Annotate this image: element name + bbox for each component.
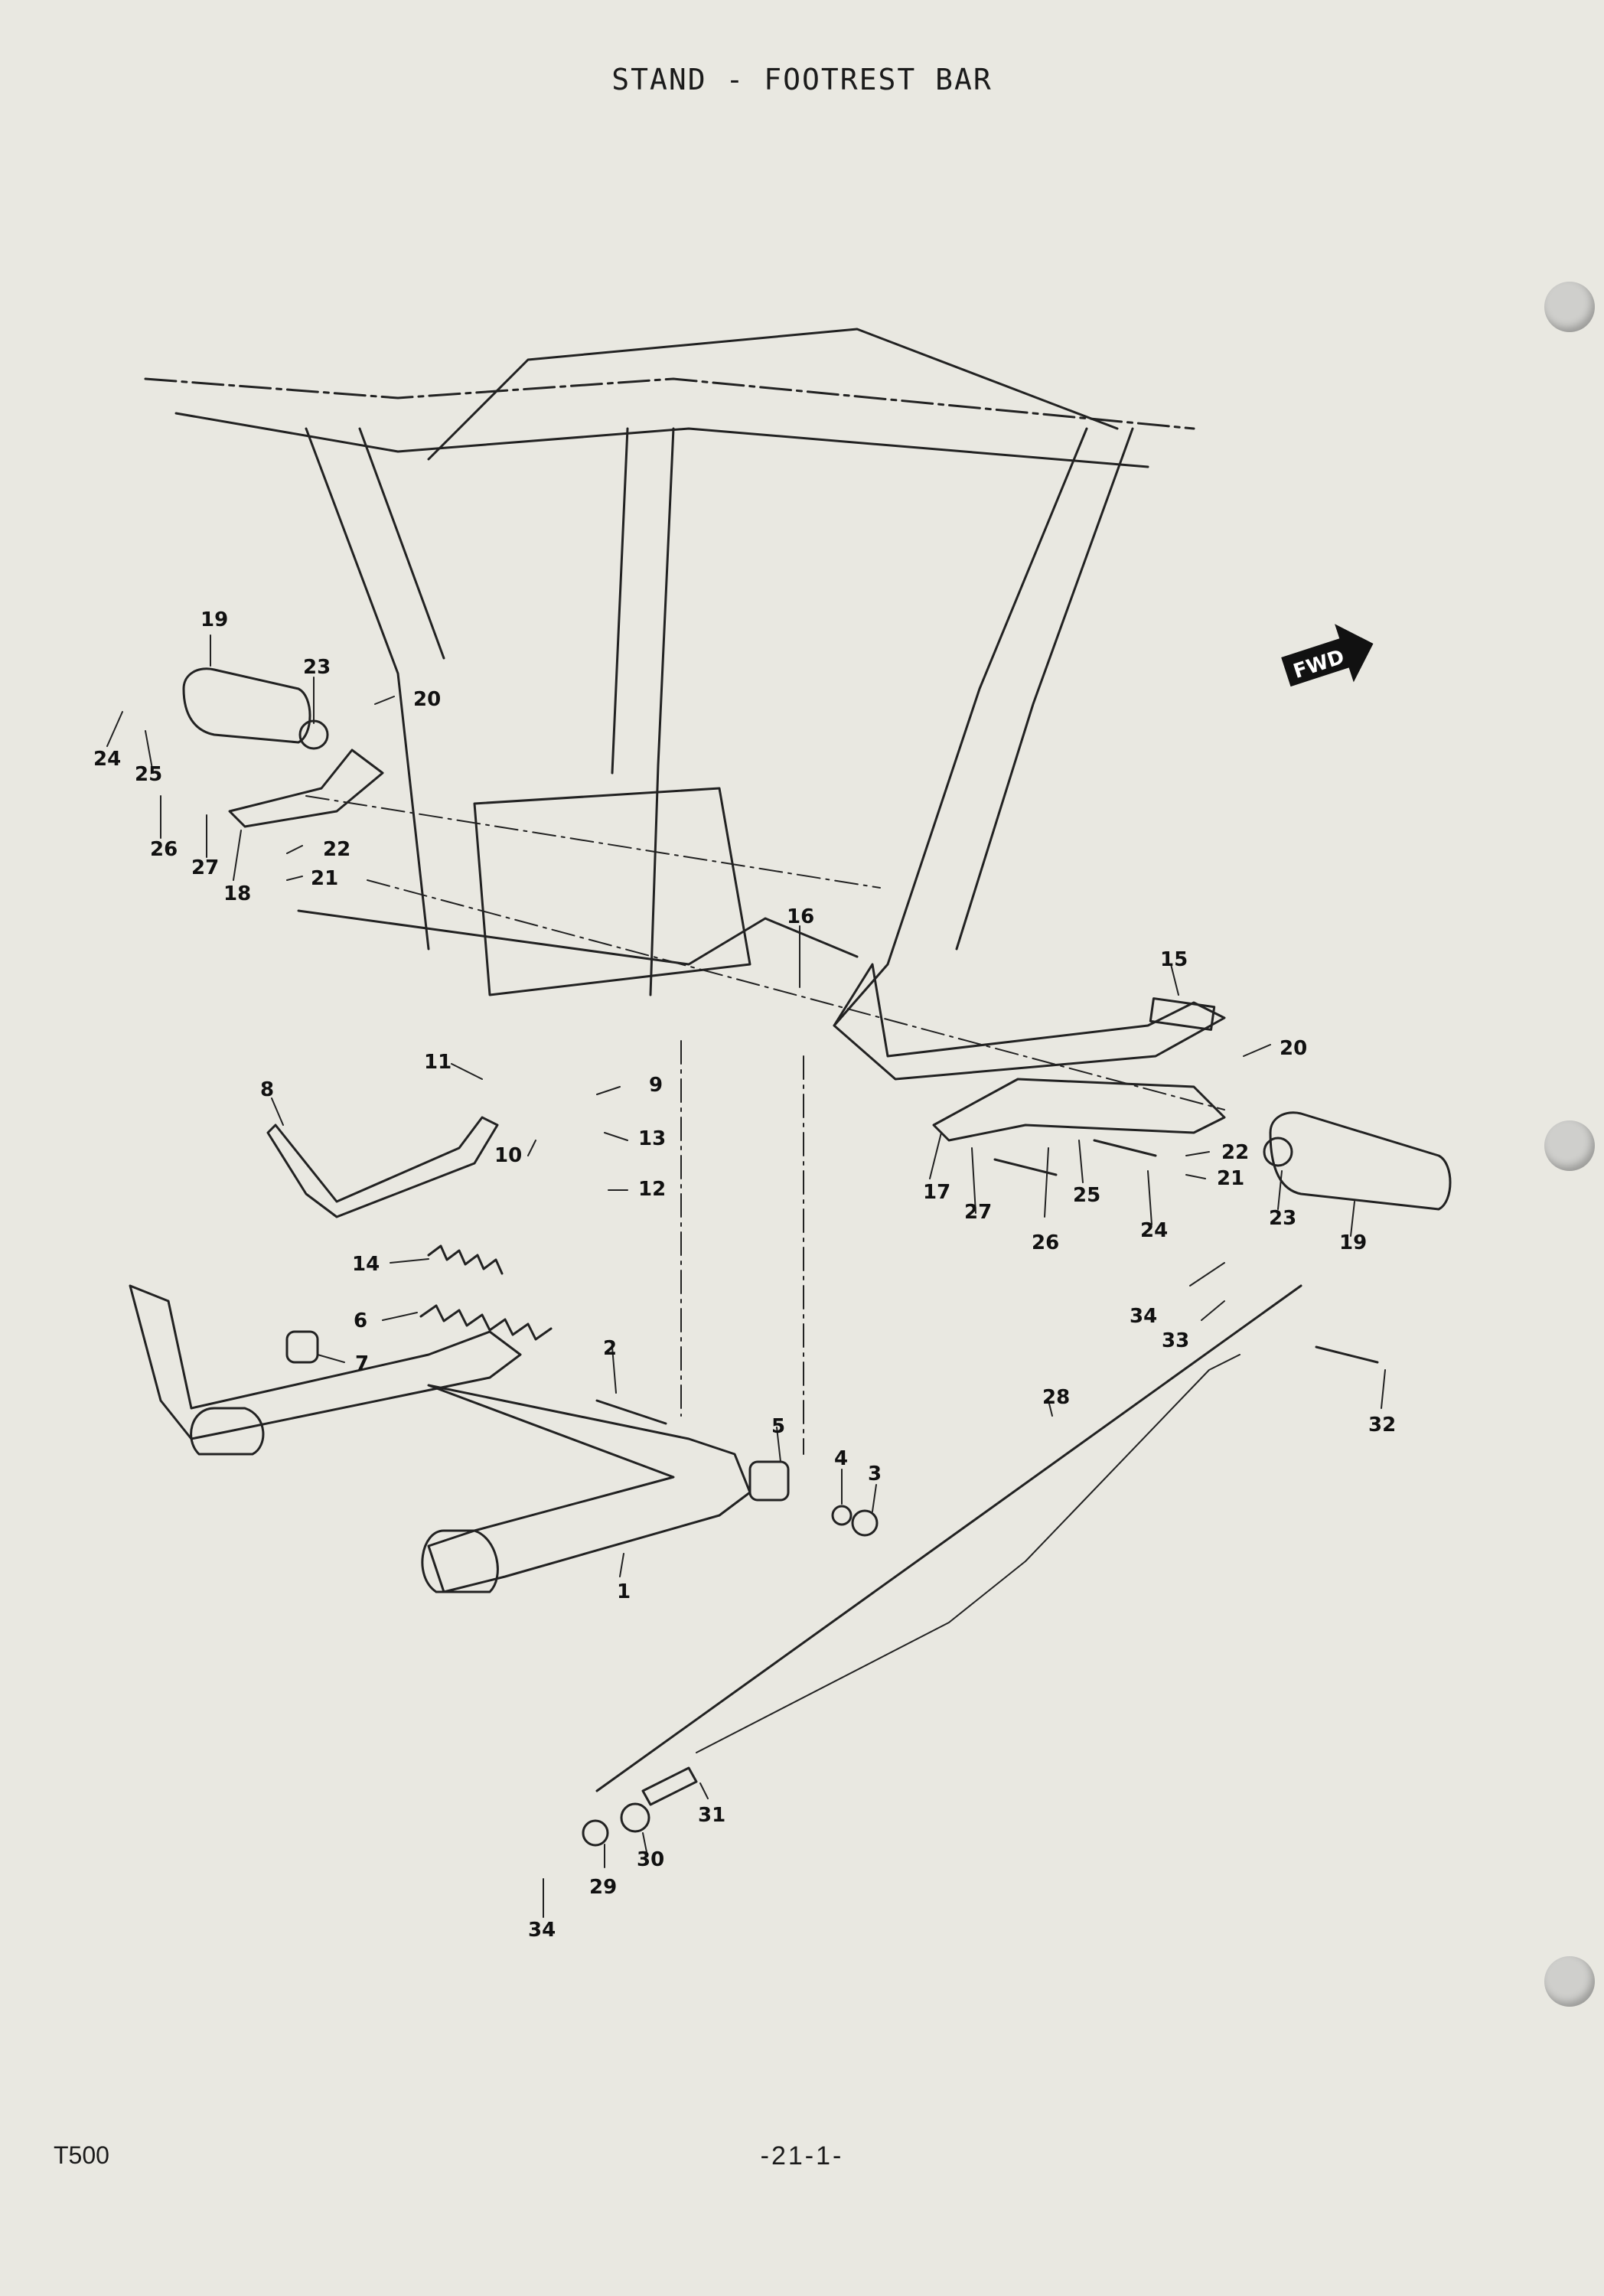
frame-rear-stay — [305, 427, 430, 951]
callout-20-front: 20 — [1280, 1037, 1307, 1060]
callout-11: 11 — [424, 1051, 452, 1074]
callout-23-rear: 23 — [303, 656, 331, 679]
callout-22-front: 22 — [1221, 1141, 1249, 1164]
frame-rear-stay-2 — [358, 427, 445, 660]
callout-29: 29 — [589, 1876, 617, 1899]
fwd-arrow: FWD — [1281, 624, 1374, 687]
callout-7: 7 — [355, 1352, 369, 1375]
bracket-18 — [228, 748, 384, 828]
bolt-24 — [1093, 1139, 1157, 1157]
callout-9: 9 — [649, 1074, 663, 1097]
callout-4: 4 — [834, 1447, 848, 1470]
callout-27-rear: 27 — [191, 856, 219, 879]
callout-12: 12 — [638, 1178, 666, 1201]
bolt-2 — [595, 1399, 667, 1425]
callout-15: 15 — [1160, 948, 1188, 971]
binder-hole-middle — [1544, 1120, 1595, 1171]
callout-1: 1 — [617, 1580, 631, 1603]
joint-30 — [620, 1802, 650, 1833]
callout-31: 31 — [698, 1804, 725, 1827]
callout-34-bottom: 34 — [528, 1919, 556, 1942]
callout-6: 6 — [354, 1309, 367, 1332]
callout-14: 14 — [352, 1253, 380, 1276]
washer-23-front — [1263, 1137, 1293, 1167]
callout-5: 5 — [771, 1415, 785, 1438]
spring-14 — [427, 1244, 504, 1275]
callout-25-front: 25 — [1073, 1184, 1100, 1207]
brake-rod-31 — [696, 1354, 1240, 1753]
bolt-26 — [993, 1158, 1058, 1176]
callout-24-rear: 24 — [93, 748, 121, 771]
callout-26-rear: 26 — [150, 838, 178, 861]
binder-hole-top — [1544, 282, 1595, 332]
callout-23-front: 23 — [1269, 1207, 1296, 1230]
page-number: -21-1- — [760, 2141, 844, 2170]
callout-30: 30 — [637, 1848, 664, 1871]
callout-25-rear: 25 — [135, 763, 162, 786]
callout-13: 13 — [638, 1127, 666, 1150]
pedal-pad — [1149, 997, 1216, 1031]
side-stand-8 — [266, 1116, 499, 1218]
callout-18: 18 — [223, 882, 251, 905]
frame-down-tube — [833, 427, 1088, 1027]
callout-20-rear: 20 — [413, 688, 441, 711]
binder-hole-bottom — [1544, 1956, 1595, 2007]
washer-4 — [831, 1505, 853, 1526]
brake-pedal-15 — [833, 963, 1226, 1081]
callout-16: 16 — [787, 905, 814, 928]
adjuster-spring-31 — [641, 1766, 698, 1806]
frame-bottom-rail — [297, 909, 859, 966]
callout-8: 8 — [260, 1078, 274, 1101]
dash-dot-guide — [305, 795, 1225, 1455]
brake-cable-28 — [595, 1284, 1302, 1792]
callout-33: 33 — [1162, 1329, 1189, 1352]
leader-lines — [106, 634, 1386, 1918]
center-stand-1 — [129, 1284, 522, 1440]
frame-cross-brace — [649, 427, 675, 996]
frame-backbone — [427, 328, 1119, 461]
washer-23-rear — [298, 719, 329, 750]
frame-cross-brace-2 — [611, 427, 629, 775]
callout-34-top: 34 — [1130, 1305, 1157, 1328]
frame-down-tube-2 — [955, 427, 1134, 951]
footrest-bar-17 — [932, 1078, 1226, 1142]
grip-rear — [182, 667, 311, 744]
stand-foot-2 — [421, 1529, 499, 1593]
frame-top-rail — [144, 377, 1195, 430]
callout-19-front: 19 — [1339, 1231, 1367, 1254]
callout-24-front: 24 — [1140, 1219, 1168, 1242]
callout-10: 10 — [494, 1144, 522, 1167]
stopper-7 — [285, 1330, 319, 1364]
frame-mount-plate — [473, 787, 751, 996]
collar-5 — [748, 1460, 790, 1502]
callout-22-rear: 22 — [323, 838, 350, 861]
spring-6 — [419, 1304, 553, 1341]
bolt-32 — [1315, 1345, 1379, 1364]
callout-3: 3 — [868, 1463, 882, 1486]
callout-2: 2 — [603, 1337, 617, 1360]
callout-32: 32 — [1368, 1414, 1396, 1437]
callout-27-front: 27 — [964, 1201, 992, 1224]
model-code: T500 — [54, 2141, 109, 2169]
callout-17: 17 — [923, 1181, 950, 1204]
callout-21-rear: 21 — [311, 867, 338, 890]
page-title: STAND - FOOTREST BAR — [611, 63, 993, 96]
stand-foot-1 — [190, 1407, 265, 1456]
grip-front — [1269, 1111, 1452, 1211]
center-stand-leg — [427, 1384, 751, 1593]
callout-26-front: 26 — [1032, 1231, 1059, 1254]
frame-top-rail-lower — [174, 412, 1149, 468]
callout-21-front: 21 — [1217, 1167, 1244, 1190]
callout-19-rear: 19 — [200, 608, 228, 631]
callout-28: 28 — [1042, 1386, 1070, 1409]
nut-29 — [582, 1819, 609, 1847]
nut-3 — [851, 1509, 879, 1537]
